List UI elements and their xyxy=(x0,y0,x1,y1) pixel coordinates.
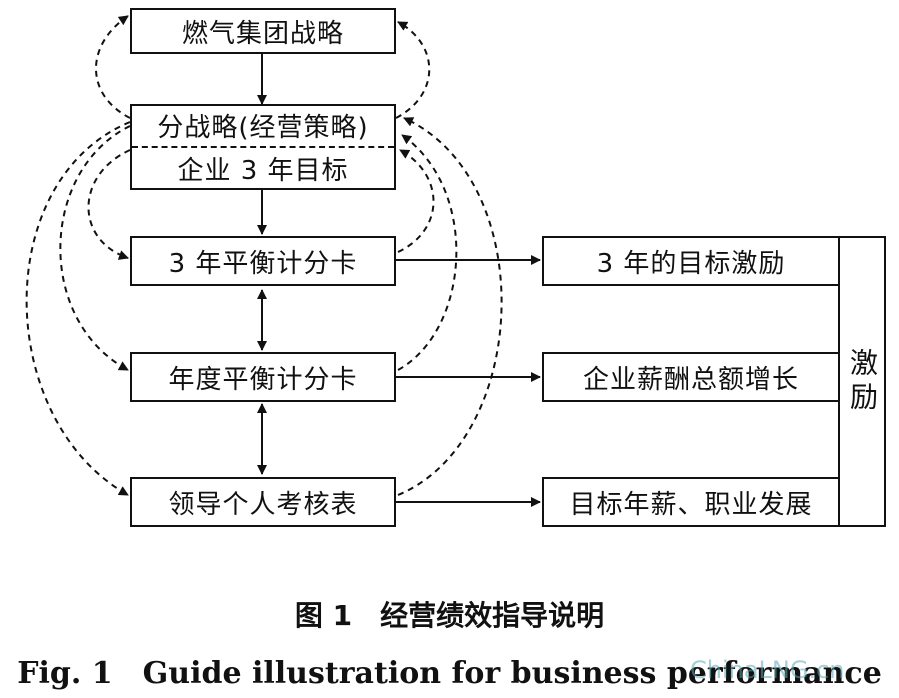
caption-chinese: 图 1 经营绩效指导说明 xyxy=(294,599,605,632)
box-leader-eval: 领导个人考核表 xyxy=(130,477,396,527)
box-salary-growth-label: 企业薪酬总额增长 xyxy=(582,364,799,395)
box-bsc-annual-label: 年度平衡计分卡 xyxy=(168,364,358,395)
box-salary-growth: 企业薪酬总额增长 xyxy=(542,352,840,402)
dash-goal-to-bsc3-left xyxy=(87,149,131,260)
box-incentive: 激励 xyxy=(838,236,886,527)
box-incentive-3yr-label: 3 年的目标激励 xyxy=(596,248,786,279)
box-sub-strategy-label: 分战略(经营策略) xyxy=(157,113,369,143)
dash-sub-to-strategy-left xyxy=(95,15,131,119)
dash-leader-to-sub-right xyxy=(397,117,503,496)
box-bsc-annual: 年度平衡计分卡 xyxy=(130,352,396,402)
box-bsc-3yr-label: 3 年平衡计分卡 xyxy=(168,248,358,279)
box-group-strategy-label: 燃气集团战略 xyxy=(181,18,344,49)
dashed-divider xyxy=(132,146,394,148)
dash-sub-to-annual-left xyxy=(59,125,131,371)
box-enterprise-goal-label: 企业 3 年目标 xyxy=(177,156,349,186)
box-sub-strategy-goal: 分战略(经营策略) 企业 3 年目标 xyxy=(130,104,396,190)
watermark: ChinaLNG.cn xyxy=(690,656,845,684)
box-target-salary: 目标年薪、职业发展 xyxy=(542,477,840,527)
dash-sub-to-strategy-right xyxy=(395,21,431,119)
box-target-salary-label: 目标年薪、职业发展 xyxy=(569,489,813,520)
dash-bsc3-to-goal-right xyxy=(397,149,435,253)
dash-sub-to-leader-left xyxy=(25,121,131,496)
box-incentive-3yr: 3 年的目标激励 xyxy=(542,236,840,286)
dash-annual-to-sub-right xyxy=(397,134,458,371)
caption-english: Fig. 1 Guide illustration for business p… xyxy=(17,656,882,691)
box-group-strategy: 燃气集团战略 xyxy=(130,8,396,54)
box-incentive-label: 激励 xyxy=(846,347,879,416)
box-bsc-3yr: 3 年平衡计分卡 xyxy=(130,236,396,286)
box-leader-eval-label: 领导个人考核表 xyxy=(168,489,358,520)
